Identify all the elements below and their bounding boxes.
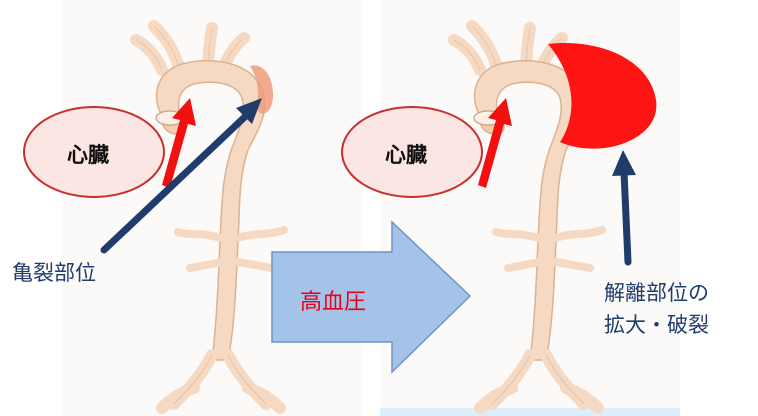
hypertension-label: 高血圧 [300,284,366,316]
dissection-label-line2: 拡大・破裂 [604,310,709,340]
dissection-label-line1: 解離部位の [604,278,709,308]
left-heart-label: 心臓 [67,139,109,169]
right-heart-label: 心臓 [385,139,427,169]
left-aorta-illustration [136,26,284,408]
tear-site-label: 亀裂部位 [12,258,96,288]
bulge-pointer-arrow-icon [612,150,636,262]
